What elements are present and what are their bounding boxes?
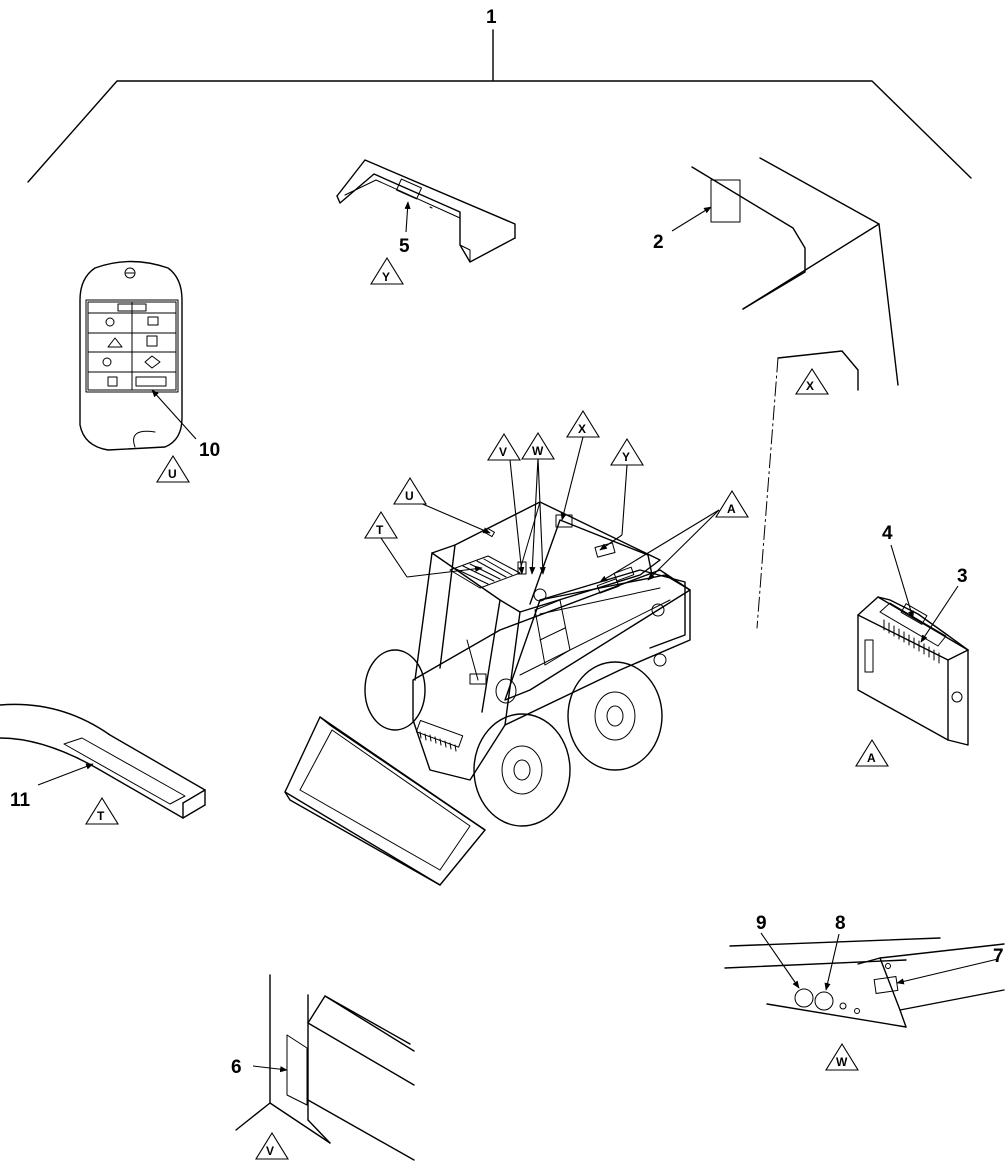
svg-text:W: W xyxy=(532,444,544,458)
decal-5-part xyxy=(336,159,516,263)
svg-text:Y: Y xyxy=(622,450,630,464)
svg-text:T: T xyxy=(97,809,105,823)
view-marker-v-bottom: V xyxy=(255,1131,289,1160)
view-marker-a-right: A xyxy=(855,738,889,767)
svg-text:A: A xyxy=(867,751,876,765)
svg-text:X: X xyxy=(578,422,586,436)
skid-steer-loader-illustration xyxy=(284,436,720,886)
svg-text:U: U xyxy=(168,467,177,481)
svg-text:U: U xyxy=(405,489,414,503)
callout-9: 9 xyxy=(756,913,767,934)
view-marker-w-bottom: W xyxy=(825,1042,859,1071)
view-marker-y-main: Y xyxy=(610,437,644,466)
module-a-part xyxy=(857,544,969,746)
view-marker-w-main: W xyxy=(521,431,555,460)
view-marker-t-left: T xyxy=(85,796,119,825)
view-marker-t-main: T xyxy=(364,510,398,539)
svg-text:T: T xyxy=(376,523,384,537)
callout-6: 6 xyxy=(231,1057,242,1078)
assembly-bracket xyxy=(27,29,972,183)
rear-pillar-x xyxy=(756,350,859,629)
callout-5: 5 xyxy=(399,236,410,257)
view-marker-u-left: U xyxy=(156,454,190,483)
callout-7: 7 xyxy=(993,946,1004,967)
callout-11: 11 xyxy=(10,790,31,811)
callout-4: 4 xyxy=(882,523,893,544)
post-v-part xyxy=(235,974,415,1161)
callout-2: 2 xyxy=(653,232,664,253)
view-marker-y-top: Y xyxy=(370,256,404,285)
svg-text:W: W xyxy=(836,1055,848,1069)
callout-1: 1 xyxy=(486,7,497,28)
svg-text:X: X xyxy=(806,379,814,393)
decal-2-part xyxy=(671,157,899,386)
view-marker-a-main: A xyxy=(715,489,749,518)
callout-10: 10 xyxy=(199,440,220,461)
decal-11-part xyxy=(0,703,206,819)
view-marker-v-main: V xyxy=(487,432,521,461)
control-tag-10 xyxy=(79,260,197,451)
panel-w-part xyxy=(724,932,1005,1028)
callout-3: 3 xyxy=(957,566,968,587)
svg-text:V: V xyxy=(499,445,507,459)
view-marker-x-main: X xyxy=(566,409,600,438)
view-marker-u-main: U xyxy=(393,476,427,505)
svg-text:V: V xyxy=(266,1144,274,1158)
callout-8: 8 xyxy=(835,913,846,934)
svg-text:Y: Y xyxy=(382,270,390,284)
view-marker-x-right: X xyxy=(794,367,830,395)
svg-text:A: A xyxy=(727,502,736,516)
